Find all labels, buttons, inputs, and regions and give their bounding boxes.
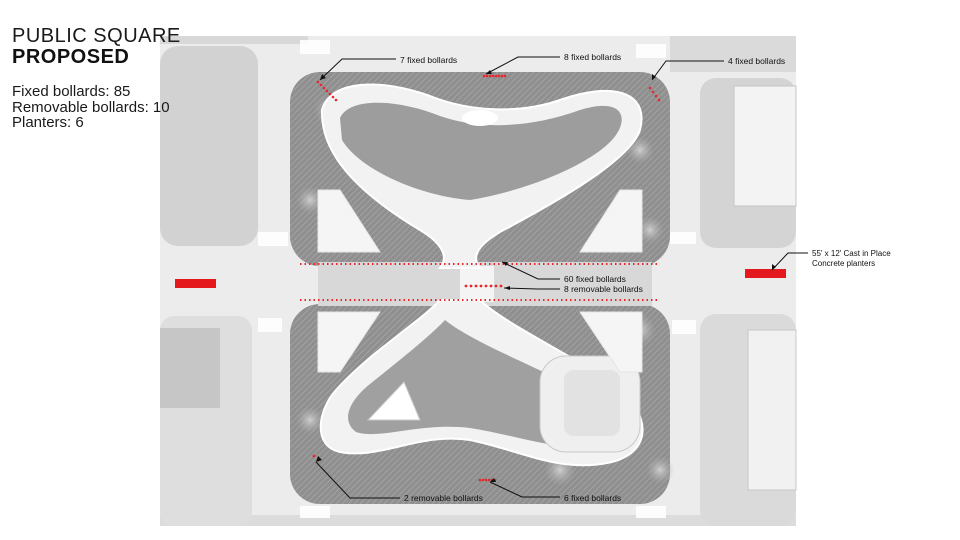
- building-west-lower: [160, 328, 220, 408]
- page-title: PUBLIC SQUARE: [12, 25, 181, 47]
- page-subtitle: PROPOSED: [12, 46, 130, 68]
- callout-leaders: [315, 56, 808, 499]
- crosswalks: [258, 40, 696, 518]
- south-pavilion: [366, 381, 421, 421]
- street-bottom-shadow: [160, 515, 796, 526]
- bollard-summary: Fixed bollards: 85 Removable bollards: 1…: [12, 84, 170, 131]
- callout-planter-line1: 55' x 12' Cast in Place: [812, 249, 891, 258]
- building-east-upper: [733, 85, 797, 207]
- callout-center-removable: 8 removable bollards: [564, 284, 643, 294]
- callout-planter-line2: Concrete planters: [812, 259, 875, 268]
- fixed-bollards-center: [300, 263, 660, 301]
- callout-south-left: 2 removable bollards: [404, 493, 483, 503]
- stat-removable-bollards: Removable bollards: 10: [12, 98, 170, 116]
- block-north-west: [160, 36, 308, 44]
- callout-north-mid: 8 fixed bollards: [564, 52, 621, 62]
- concrete-planter-west: [175, 279, 216, 288]
- north-pavilion: [462, 110, 498, 126]
- concrete-planter-east: [745, 269, 786, 278]
- header: PUBLIC SQUARE PROPOSED: [12, 26, 181, 68]
- callout-south-right: 6 fixed bollards: [564, 493, 621, 503]
- callout-north-left: 7 fixed bollards: [400, 55, 457, 65]
- block-north-east: [670, 36, 796, 72]
- stat-fixed-bollards: Fixed bollards: 85: [12, 83, 131, 100]
- removable-bollards-center: [464, 284, 503, 288]
- planting-beds: [317, 189, 643, 373]
- south-building-core: [564, 370, 620, 436]
- callout-arrowheads: [316, 70, 776, 482]
- building-east-lower: [747, 329, 797, 491]
- callout-north-right: 4 fixed bollards: [728, 56, 785, 66]
- fixed-bollards-north-right: [648, 86, 661, 102]
- central-crosswalk: [460, 266, 494, 302]
- fixed-bollards-north-left: [316, 80, 338, 102]
- stat-planters: Planters: 6: [12, 114, 84, 131]
- block-west-upper: [160, 46, 258, 246]
- fixed-bollards-north-mid: [482, 74, 507, 78]
- callout-center-fixed: 60 fixed bollards: [564, 274, 626, 284]
- lawn-north: [340, 102, 622, 200]
